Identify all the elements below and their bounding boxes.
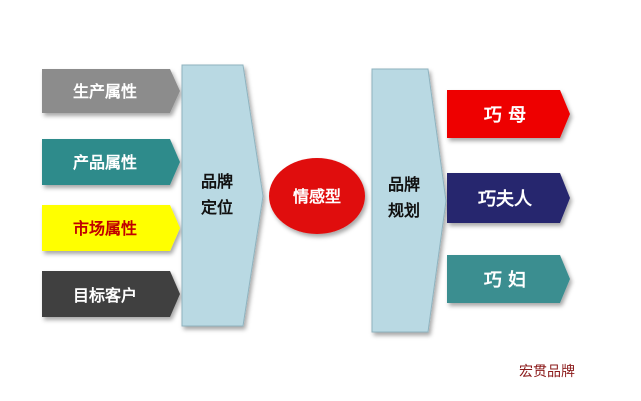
outcome-label: 巧 母 (484, 105, 526, 126)
positioning-line1: 品牌 (201, 172, 233, 191)
attribute-arrow-target-customer: 目标客户 (42, 271, 180, 317)
planning-line1: 品牌 (388, 175, 420, 194)
emotional-type-label: 情感型 (293, 187, 341, 206)
attribute-label: 目标客户 (73, 286, 137, 305)
brand-caption: 宏贯品牌 (519, 364, 575, 380)
attribute-label: 生产属性 (73, 82, 137, 101)
outcome-arrow-qiaofuren: 巧夫人 (447, 173, 570, 223)
emotional-type-ellipse: 情感型 (269, 158, 365, 234)
outcome-label: 巧夫人 (478, 188, 533, 210)
outcome-arrow-qiaomu: 巧 母 (447, 90, 570, 138)
outcome-arrow-qiaofu: 巧 妇 (447, 255, 570, 303)
attribute-label: 产品属性 (73, 153, 137, 172)
attribute-arrow-production: 生产属性 (42, 69, 180, 113)
outcome-label: 巧 妇 (484, 269, 526, 291)
brand-positioning-arrow: 品牌 定位 (181, 64, 264, 327)
attribute-label: 市场属性 (73, 219, 137, 238)
brand-planning-arrow: 品牌 规划 (371, 68, 447, 333)
positioning-line2: 定位 (200, 198, 233, 217)
planning-line2: 规划 (388, 201, 420, 220)
attribute-arrow-market: 市场属性 (42, 205, 180, 251)
attribute-arrow-product: 产品属性 (42, 139, 180, 185)
